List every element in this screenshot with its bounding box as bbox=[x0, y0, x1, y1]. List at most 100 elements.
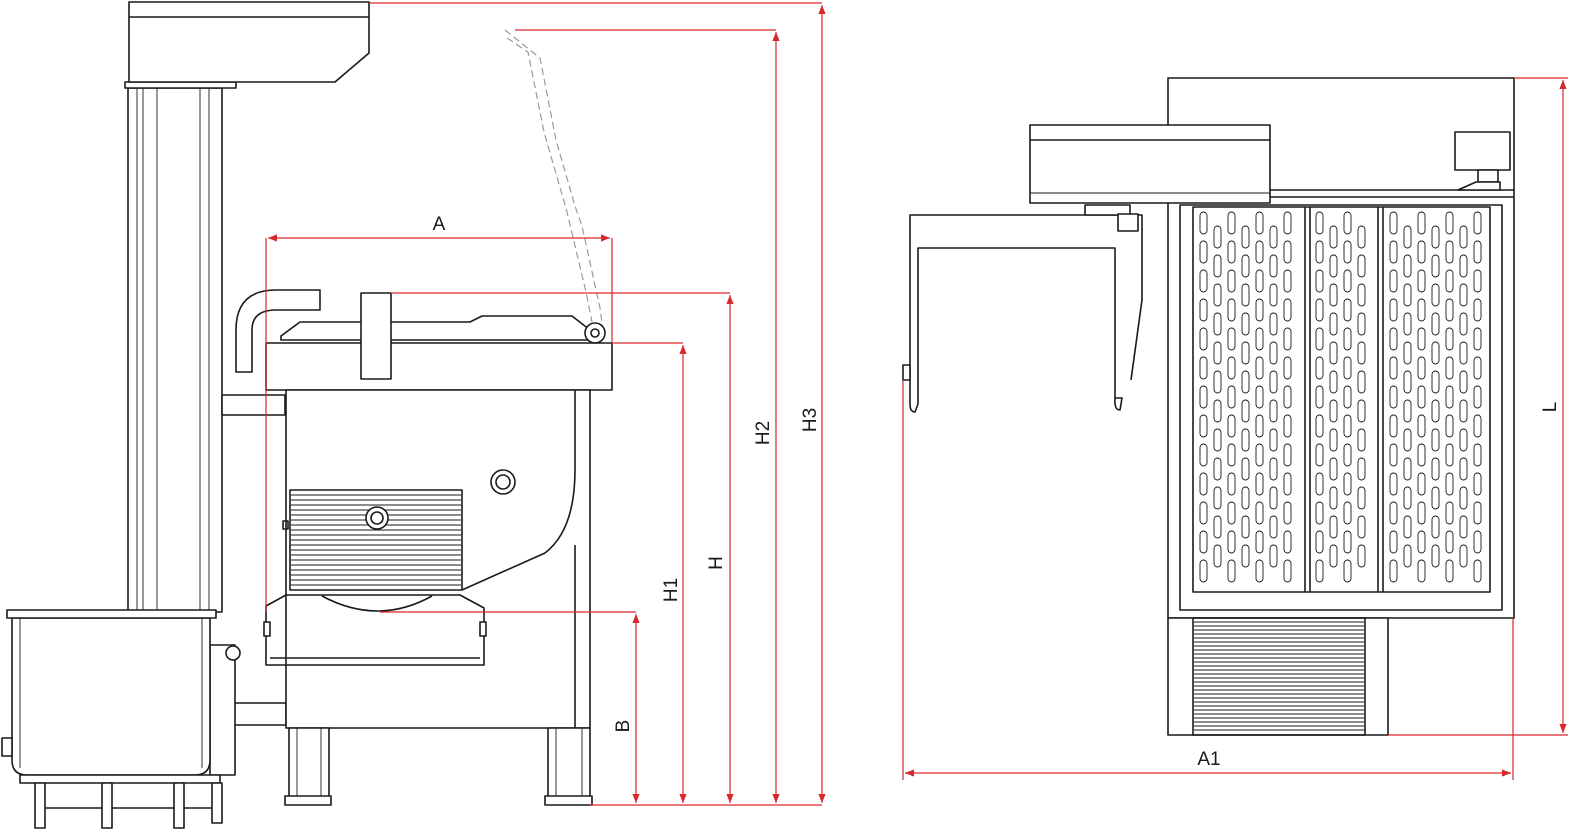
slot bbox=[1403, 370, 1412, 394]
slot bbox=[1431, 254, 1440, 278]
slot bbox=[1329, 486, 1338, 510]
slot bbox=[1343, 211, 1352, 235]
slot bbox=[1283, 414, 1292, 438]
slot bbox=[1283, 327, 1292, 351]
slot bbox=[1255, 356, 1264, 380]
slot bbox=[1431, 225, 1440, 249]
slot bbox=[1199, 269, 1208, 293]
slot bbox=[1315, 269, 1324, 293]
lid bbox=[265, 292, 613, 391]
slot bbox=[1417, 327, 1426, 351]
slot bbox=[1357, 341, 1366, 365]
perforated-screen bbox=[1179, 204, 1503, 611]
dim-label-h2: H2 bbox=[753, 421, 774, 445]
slot bbox=[1213, 225, 1222, 249]
arm-clamp bbox=[1084, 204, 1131, 216]
slot bbox=[1255, 443, 1264, 467]
slot bbox=[1213, 283, 1222, 307]
slot bbox=[1343, 501, 1352, 525]
slot bbox=[1473, 385, 1482, 409]
slot bbox=[1357, 399, 1366, 423]
slot bbox=[1283, 356, 1292, 380]
slot bbox=[1417, 269, 1426, 293]
lift-head bbox=[128, 1, 370, 83]
slot bbox=[1417, 472, 1426, 496]
slot bbox=[1315, 327, 1324, 351]
slot bbox=[1329, 428, 1338, 452]
control-knob-inner bbox=[495, 474, 511, 490]
slot bbox=[1389, 559, 1398, 583]
slot bbox=[1389, 298, 1398, 322]
slot bbox=[1329, 341, 1338, 365]
slot bbox=[1459, 544, 1468, 568]
slot bbox=[1473, 501, 1482, 525]
slot bbox=[1445, 356, 1454, 380]
slot bbox=[1343, 472, 1352, 496]
bowl-curve bbox=[461, 390, 576, 591]
slot bbox=[1283, 298, 1292, 322]
slot bbox=[1315, 211, 1324, 235]
dim-label-a1: A1 bbox=[1197, 749, 1220, 770]
slot bbox=[1417, 443, 1426, 467]
tub-stand-leg bbox=[211, 782, 223, 824]
slot bbox=[1241, 312, 1250, 336]
slot bbox=[1227, 472, 1236, 496]
slot bbox=[1459, 341, 1468, 365]
dim-label-l: L bbox=[1540, 402, 1561, 413]
lid-rim bbox=[265, 342, 613, 391]
slot bbox=[1269, 428, 1278, 452]
slot bbox=[1357, 370, 1366, 394]
slot bbox=[1213, 544, 1222, 568]
frame-clip bbox=[263, 621, 271, 637]
slot bbox=[1227, 298, 1236, 322]
mixing-drum bbox=[289, 489, 463, 591]
slot bbox=[1255, 472, 1264, 496]
slot bbox=[1445, 211, 1454, 235]
top-view: L A1 bbox=[902, 77, 1568, 780]
slot bbox=[1473, 269, 1482, 293]
arm-tab bbox=[902, 364, 911, 381]
slot bbox=[1227, 501, 1236, 525]
slot bbox=[1269, 370, 1278, 394]
arm-inner bbox=[917, 247, 1116, 404]
slot bbox=[1357, 225, 1366, 249]
slot bbox=[1315, 501, 1324, 525]
slot bbox=[1445, 414, 1454, 438]
slot bbox=[1199, 385, 1208, 409]
slot bbox=[1227, 559, 1236, 583]
slot bbox=[1315, 414, 1324, 438]
slot bbox=[1403, 341, 1412, 365]
slot bbox=[1403, 457, 1412, 481]
slot bbox=[1269, 515, 1278, 539]
slot bbox=[1389, 356, 1398, 380]
lid-open-outline bbox=[506, 37, 593, 323]
arm-hook bbox=[1114, 397, 1123, 411]
upper-connector-tube bbox=[221, 394, 286, 416]
side-view: A H3 H2 H H1 B bbox=[1, 1, 826, 829]
column-body bbox=[127, 87, 223, 613]
slot bbox=[1445, 269, 1454, 293]
slot bbox=[1199, 327, 1208, 351]
slot bbox=[1227, 443, 1236, 467]
frame-clip bbox=[479, 621, 487, 637]
feed-chute bbox=[235, 289, 321, 373]
slot bbox=[1241, 399, 1250, 423]
slot bbox=[1315, 356, 1324, 380]
slot bbox=[1241, 544, 1250, 568]
slot bbox=[1357, 486, 1366, 510]
hinge-pin bbox=[590, 328, 600, 338]
slot bbox=[1199, 559, 1208, 583]
slot bbox=[1357, 312, 1366, 336]
slot bbox=[1389, 211, 1398, 235]
machine-legs bbox=[284, 727, 593, 806]
tub-bracket bbox=[209, 644, 236, 776]
slot bbox=[1403, 515, 1412, 539]
slot bbox=[1199, 211, 1208, 235]
discharge-grille bbox=[1167, 617, 1389, 736]
slot bbox=[1241, 341, 1250, 365]
slot bbox=[1473, 327, 1482, 351]
slot bbox=[1343, 327, 1352, 351]
dim-label-a: A bbox=[433, 214, 446, 235]
side-dimensions: A H3 H2 H H1 B bbox=[265, 2, 826, 806]
